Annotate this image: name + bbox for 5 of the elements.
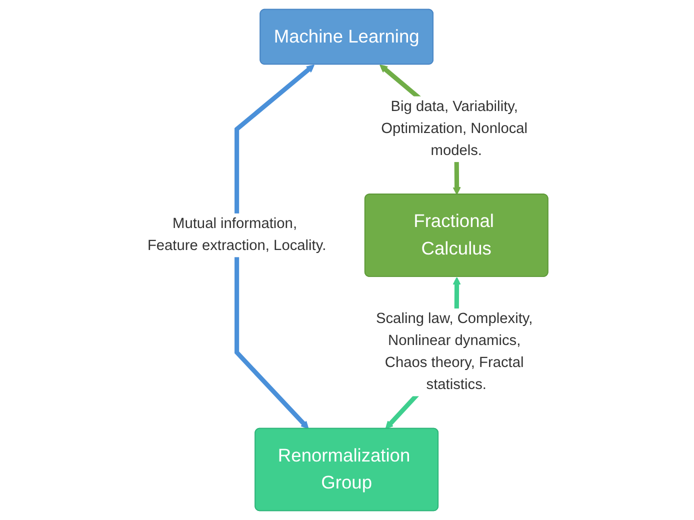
edge-label: Mutual information, Feature extraction, Locality. <box>148 216 327 254</box>
edge-label: Big data, Variability, Optimization, Nonlocal models. <box>382 98 528 158</box>
edge-label: Scaling law, Complexity, Nonlinear dynamics, Chaos theory, Fractal statistics. <box>376 311 534 393</box>
arrow <box>234 64 315 430</box>
diagram: Big data, Variability, Optimization, Nonlocal models. Mutual information, Feature extraction, Locality. Scaling law, Complexity, Nonlinear dynamics, Chaos theory, Fractal statistics. Machine Learning Fractional Calculus Renormalization Group <box>138 2 556 518</box>
